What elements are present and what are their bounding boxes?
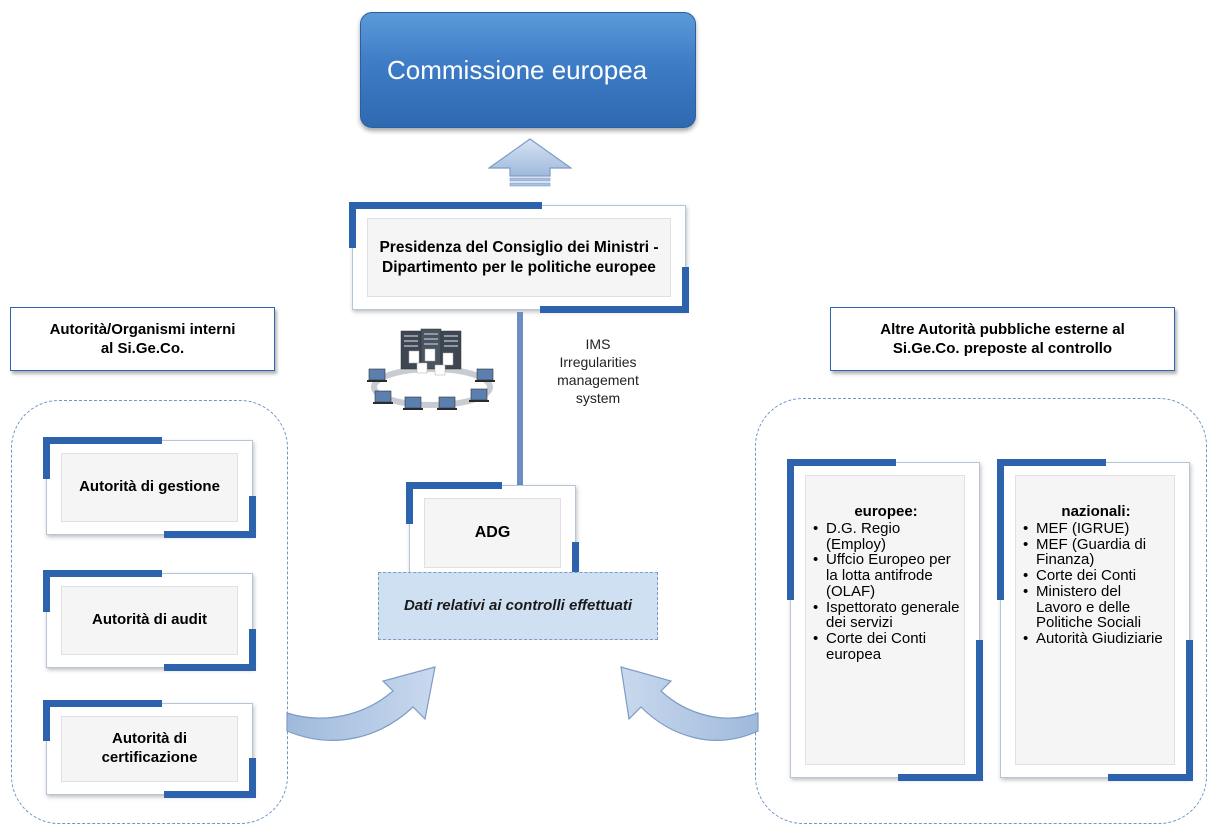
autorita-audit-box: Autorità di audit [43,570,256,671]
europee-box: europee: D.G. Regio (Employ) Uffcio Euro… [787,459,983,781]
list-item: MEF (IGRUE) [1022,520,1170,537]
upward-arrow-icon [488,138,572,187]
dati-controlli-label: Dati relativi ai controlli effettuati [403,596,633,614]
europee-list: D.G. Regio (Employ) Uffcio Europeo per l… [812,520,960,663]
list-item: Uffcio Europeo per la lotta antifrode (O… [812,552,960,599]
right-header-label: Altre Autorità pubbliche esterne al Si.G… [880,320,1125,358]
presidenza-box: Presidenza del Consiglio dei Ministri - … [349,202,689,313]
list-item: Ispettorato generale dei servizi [812,599,960,632]
list-item: Corte dei Conti europea [812,631,960,663]
nazionali-list: MEF (IGRUE) MEF (Guardia di Finanza) Cor… [1022,520,1170,647]
list-item: Corte dei Conti [1022,568,1170,584]
autorita-certificazione-label: Autorità di certificazione [61,716,238,782]
nazionali-box: nazionali: MEF (IGRUE) MEF (Guardia di F… [997,459,1193,781]
europee-title: europee: [854,503,918,520]
server-network-icon [367,328,495,410]
dati-controlli-box: Dati relativi ai controlli effettuati [378,572,658,640]
nazionali-title: nazionali: [1061,503,1131,520]
autorita-certificazione-box: Autorità di certificazione [43,700,256,798]
connector-line [517,312,523,486]
europee-content: europee: D.G. Regio (Employ) Uffcio Euro… [805,475,965,765]
external-authorities-container [755,398,1207,824]
curved-arrow-icon [286,666,436,741]
ims-label: IMS Irregularities management system [557,336,639,406]
left-header-label: Autorità/Organismi interni al Si.Ge.Co. [49,320,236,358]
list-item: MEF (Guardia di Finanza) [1022,536,1170,569]
right-header-box: Altre Autorità pubbliche esterne al Si.G… [830,307,1175,371]
adg-label: ADG [424,498,561,568]
autorita-audit-label: Autorità di audit [61,586,238,655]
left-header-box: Autorità/Organismi interni al Si.Ge.Co. [10,307,275,371]
autorita-gestione-box: Autorità di gestione [43,437,256,538]
curved-arrow-icon [620,666,759,741]
autorita-gestione-label: Autorità di gestione [61,453,238,522]
list-item: Ministero del Lavoro e delle Politiche S… [1022,583,1170,631]
internal-authorities-container [11,400,288,824]
presidenza-label: Presidenza del Consiglio dei Ministri - … [367,218,671,297]
list-item: Autorità Giudiziarie [1022,631,1170,647]
list-item: D.G. Regio (Employ) [812,520,960,553]
commissione-europea-box: Commissione europea [360,12,696,128]
nazionali-content: nazionali: MEF (IGRUE) MEF (Guardia di F… [1015,475,1175,765]
adg-box: ADG [406,482,579,584]
commissione-europea-label: Commissione europea [387,54,648,85]
